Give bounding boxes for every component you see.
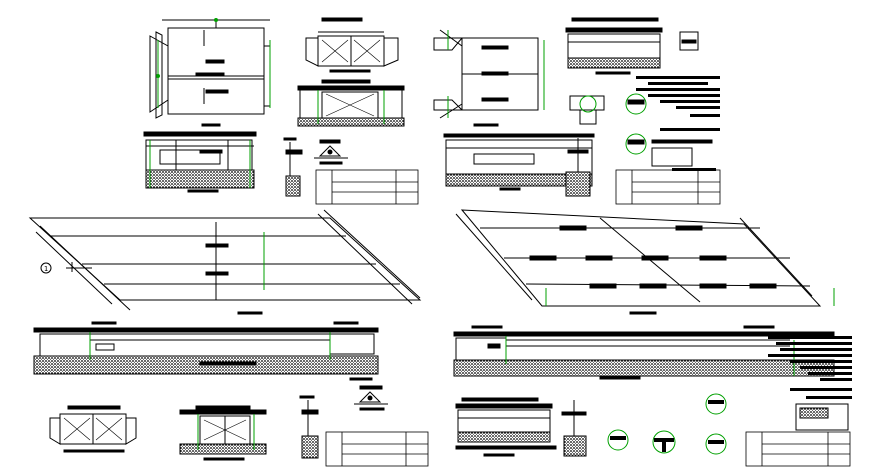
plan-view-top-left	[149, 19, 271, 127]
detail-box-right	[795, 403, 849, 431]
long-section-right	[453, 325, 835, 380]
cross-section-top-left	[143, 131, 257, 193]
title-block-3	[325, 431, 429, 467]
detail-circles-bottom-fill	[610, 400, 724, 452]
section-marker: 1	[40, 262, 52, 274]
box-culvert-bottom-green	[197, 414, 255, 450]
notes-block-right	[768, 336, 852, 399]
long-section-left-green	[89, 332, 331, 360]
plan-view-green-dims	[156, 18, 271, 108]
long-section-left	[33, 321, 379, 381]
bottom-right-elevation	[455, 397, 587, 457]
plan-view-top-right	[433, 29, 539, 127]
title-block-1	[315, 169, 419, 205]
box-culvert-section-top	[297, 79, 405, 127]
cross-section-top-right	[443, 133, 595, 191]
title-block-4	[745, 431, 851, 467]
box-culvert-section-bottom	[179, 405, 267, 461]
box-culvert-elevation-bottom	[49, 405, 137, 453]
cross-section-green-marks	[149, 140, 251, 188]
skew-plan-left	[28, 209, 422, 315]
notes-block-top-right	[636, 76, 720, 171]
section-marker-label: 1	[44, 265, 48, 273]
skew-plan-right	[455, 209, 822, 315]
plan-view-top-right-green	[447, 30, 545, 118]
detail-pier-small	[283, 137, 348, 197]
detail-pier-bottom	[299, 385, 388, 459]
box-culvert-elevation-top	[305, 17, 399, 73]
detail-circles-top-right	[569, 93, 713, 167]
skew-plan-right-green	[545, 288, 835, 306]
title-block-2	[615, 169, 721, 205]
detail-column-right	[565, 138, 591, 197]
detail-circles-bottom	[607, 393, 727, 455]
long-section-right-green	[505, 336, 795, 376]
box-culvert-green	[317, 90, 385, 124]
top-right-elevation	[565, 17, 699, 75]
